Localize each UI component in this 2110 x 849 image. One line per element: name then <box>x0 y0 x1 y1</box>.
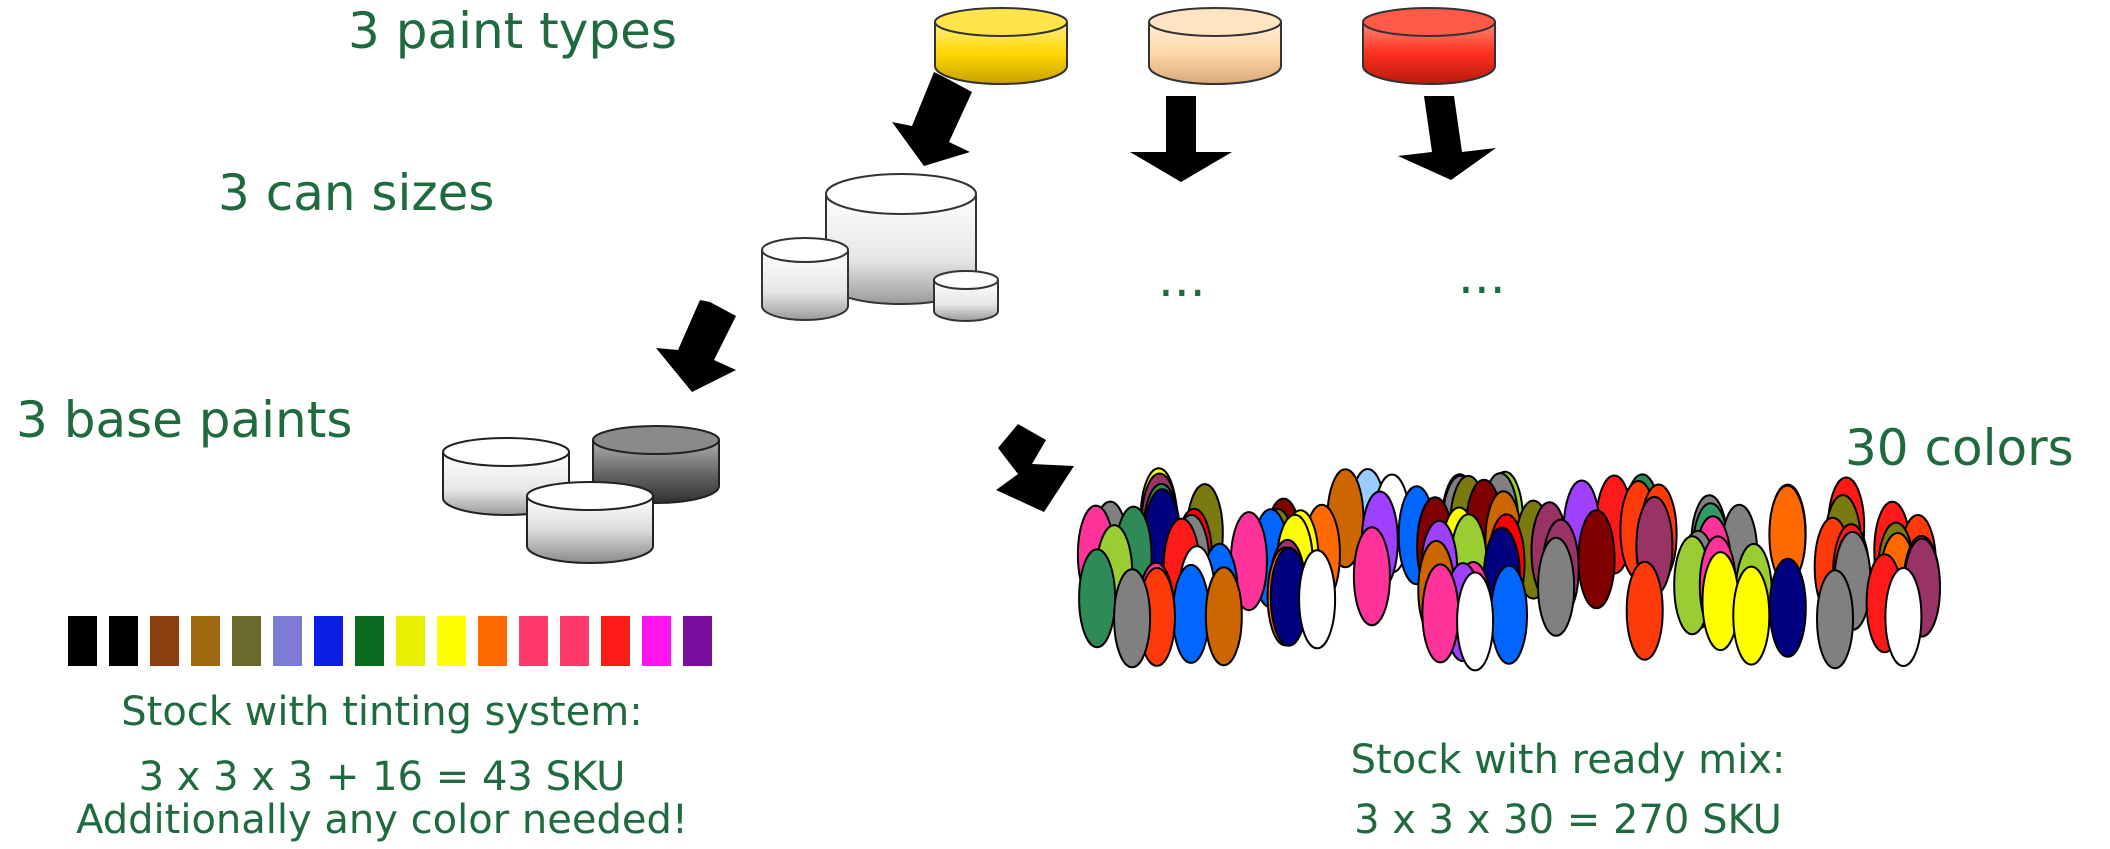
arrow-down-left-1 <box>892 72 972 166</box>
tint-swatch <box>683 616 712 666</box>
arrow-down-left-2 <box>656 300 736 392</box>
color-ellipse <box>1078 548 1117 649</box>
tint-swatch <box>519 616 548 666</box>
color-ellipse <box>1172 563 1210 664</box>
arrow-down-1 <box>1130 96 1232 182</box>
arrow-down-2 <box>1398 96 1496 180</box>
can-size-small <box>933 270 999 322</box>
color-ellipse <box>1537 536 1576 637</box>
color-ellipse <box>1490 564 1528 665</box>
tint-swatch <box>355 616 384 666</box>
arrows <box>656 72 1496 512</box>
tint-swatch <box>273 616 302 666</box>
color-ellipse <box>1204 566 1243 667</box>
color-ellipse <box>1625 560 1664 661</box>
label-can-sizes: 3 can sizes <box>218 164 494 222</box>
tinting-swatches <box>68 616 712 666</box>
color-ellipse <box>1456 571 1495 672</box>
color-ellipse <box>1421 563 1460 664</box>
color-ellipse <box>1298 549 1337 650</box>
tint-swatch <box>191 616 220 666</box>
color-ellipse <box>1577 509 1616 610</box>
tint-swatch <box>232 616 261 666</box>
can-size-medium <box>761 237 849 321</box>
label-colors: 30 colors <box>1845 419 2074 477</box>
color-ellipse <box>1768 557 1807 658</box>
paint-type-can-yellow <box>934 7 1068 85</box>
color-ellipse <box>1884 567 1923 667</box>
tint-swatch <box>560 616 589 666</box>
tinting-line-3: Additionally any color needed! <box>76 797 688 843</box>
tint-swatch <box>437 616 466 666</box>
ellipsis-1: ... <box>1158 250 1206 308</box>
base-paint-mid <box>526 481 654 564</box>
tint-swatch <box>150 616 179 666</box>
color-ellipse <box>1816 569 1854 670</box>
label-base-paints: 3 base paints <box>16 391 352 449</box>
tint-swatch <box>601 616 630 666</box>
ready-mix-line-2: 3 x 3 x 30 = 270 SKU <box>1354 797 1782 843</box>
tint-swatch <box>478 616 507 666</box>
paint-type-can-peach <box>1148 7 1282 85</box>
color-ellipse <box>1352 526 1391 627</box>
tint-swatch <box>396 616 425 666</box>
tint-swatch <box>314 616 343 666</box>
tint-swatch <box>642 616 671 666</box>
color-ellipse <box>1113 568 1152 669</box>
ready-mix-line-1: Stock with ready mix: <box>1351 737 1786 783</box>
tint-swatch <box>68 616 97 666</box>
tint-swatch <box>109 616 138 666</box>
color-ellipse <box>1732 565 1771 666</box>
arrow-down-left-3 <box>996 424 1074 512</box>
paint-type-can-red <box>1362 7 1496 85</box>
label-paint-types: 3 paint types <box>348 2 677 60</box>
tinting-line-1: Stock with tinting system: <box>121 689 642 735</box>
ellipsis-2: ... <box>1458 247 1506 305</box>
ready-mix-color-cluster <box>1076 467 1941 672</box>
tinting-line-2: 3 x 3 x 3 + 16 = 43 SKU <box>139 754 626 800</box>
